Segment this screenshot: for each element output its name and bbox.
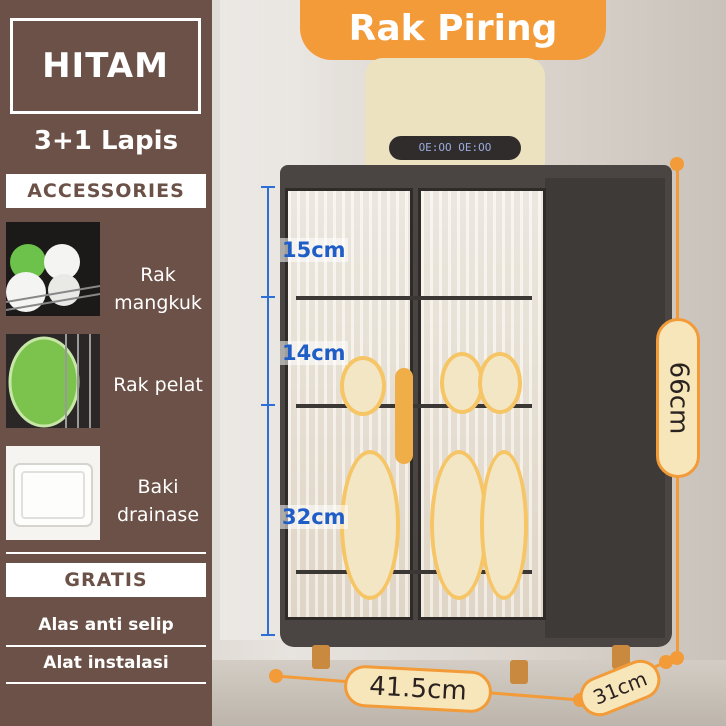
door-handle (395, 368, 413, 464)
divider (6, 682, 206, 684)
divider (6, 552, 206, 554)
shelf-rack (296, 570, 532, 574)
bowl-rack-icon (6, 222, 100, 316)
measure-tick (261, 186, 275, 188)
accessory-label: Rak (140, 264, 176, 286)
accessory-label: Baki (137, 476, 179, 498)
appliance-display: OE:OO OE:OO (389, 136, 521, 160)
measure-endpoint (670, 651, 684, 665)
plate-icon (478, 352, 522, 414)
color-variant-box: HITAM (10, 18, 201, 114)
height-label: 66cm (663, 361, 693, 435)
info-panel: HITAM 3+1 Lapis ACCESSORIES Rak mangkuk (0, 0, 212, 726)
color-variant-label: HITAM (42, 46, 169, 86)
divider (6, 645, 206, 647)
accessory-item: Rak mangkuk (0, 222, 212, 322)
shelf-top-height: 15cm (280, 238, 348, 262)
appliance-on-top: OE:OO OE:OO (365, 58, 545, 180)
measure-tick (261, 634, 275, 636)
shelf-rack (296, 404, 532, 408)
layer-count: 3+1 Lapis (33, 126, 179, 156)
gratis-item: Alat instalasi (43, 653, 169, 673)
measure-tick (261, 404, 275, 406)
drain-tray-icon (6, 446, 100, 540)
plate-icon (340, 450, 400, 600)
gratis-item: Alas anti selip (38, 615, 174, 635)
measure-line-vertical (267, 186, 269, 636)
plate-icon (340, 356, 386, 416)
shelf-middle-height: 14cm (280, 341, 348, 365)
plate-rack-icon (6, 334, 100, 428)
accessory-label: drainase (116, 504, 200, 526)
plate-icon (480, 450, 528, 600)
measure-tick (261, 296, 275, 298)
measure-endpoint (670, 157, 684, 171)
accessory-label: Rak pelat (113, 374, 203, 396)
banner-title: Rak Piring (348, 7, 558, 49)
title-banner: Rak Piring (300, 0, 606, 60)
shelf-rack (296, 296, 532, 300)
width-label: 41.5cm (368, 671, 468, 707)
gratis-heading: GRATIS (6, 563, 206, 597)
shelf-bottom-height: 32cm (280, 505, 348, 529)
cabinet-foot (510, 660, 528, 684)
accessory-label: mangkuk (114, 292, 202, 314)
height-label-pill: 66cm (656, 318, 700, 478)
width-label-pill: 41.5cm (343, 664, 493, 714)
cabinet-foot (312, 645, 330, 669)
accessory-item: Rak pelat (0, 334, 212, 434)
accessories-heading: ACCESSORIES (6, 174, 206, 208)
accessory-item: Baki drainase (0, 446, 212, 546)
cabinet-side-panel (545, 178, 665, 638)
